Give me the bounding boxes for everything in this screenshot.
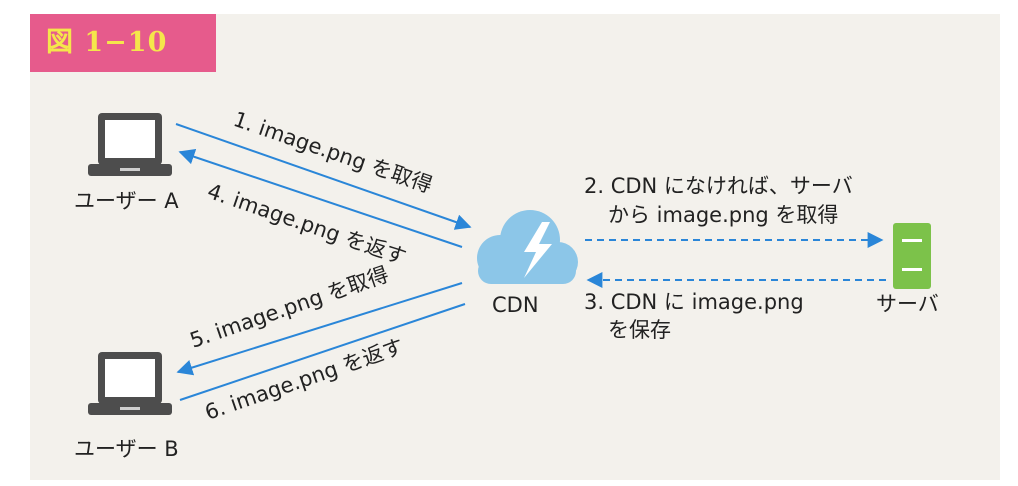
- laptop-icon: [88, 352, 172, 415]
- arrow-step1: [175, 123, 472, 230]
- step2-label-line1: 2. CDN になければ、サーバ: [584, 174, 853, 198]
- step4-label: 4. image.png を返す: [204, 179, 409, 270]
- server-icon: [893, 223, 931, 289]
- step3-label-line1: 3. CDN に image.png: [584, 290, 804, 314]
- step1-label: 1. image.png を取得: [230, 107, 435, 198]
- step6-label: 6. image.png を返す: [202, 334, 407, 425]
- arrow-step5: [176, 282, 463, 376]
- step2-label-line2: から image.png を取得: [608, 203, 838, 227]
- figure-number-label: 図 1−10: [30, 14, 216, 72]
- arrow-step4: [178, 149, 463, 248]
- cdn-cloud-icon: [477, 210, 578, 284]
- server-label: サーバ: [876, 292, 939, 316]
- cdn-label: CDN: [492, 293, 539, 317]
- user-a-label: ユーザー A: [74, 189, 179, 213]
- laptop-icon: [88, 113, 172, 176]
- arrow-step6: [179, 303, 466, 401]
- step3-label-line2: を保存: [608, 318, 671, 342]
- user-b-label: ユーザー B: [74, 437, 179, 461]
